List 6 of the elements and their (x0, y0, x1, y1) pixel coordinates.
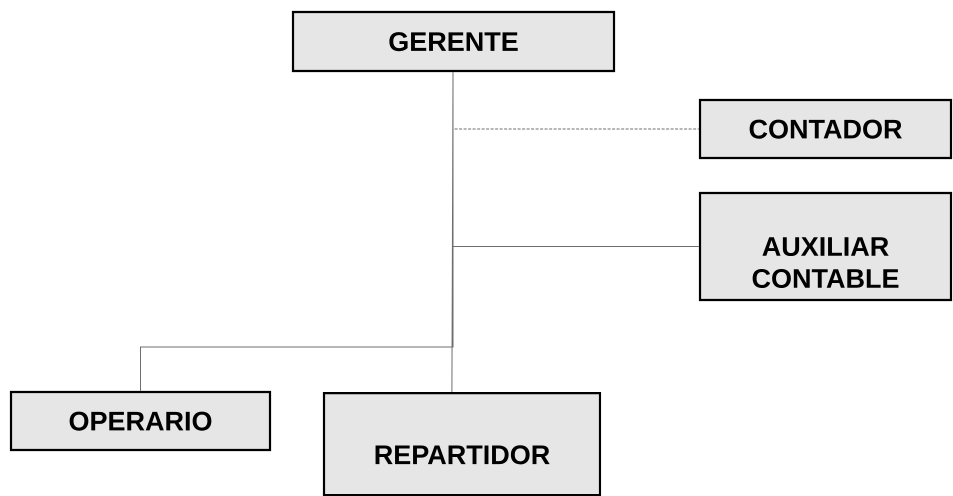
org-box: AUXILIAR CONTABLE (698, 192, 952, 302)
org-box: REPARTIDOR (322, 392, 602, 496)
org-box: OPERARIO (10, 390, 272, 452)
org-box: GERENTE (292, 10, 616, 72)
org-box: CONTADOR (698, 98, 952, 160)
connector-line (451, 72, 454, 392)
